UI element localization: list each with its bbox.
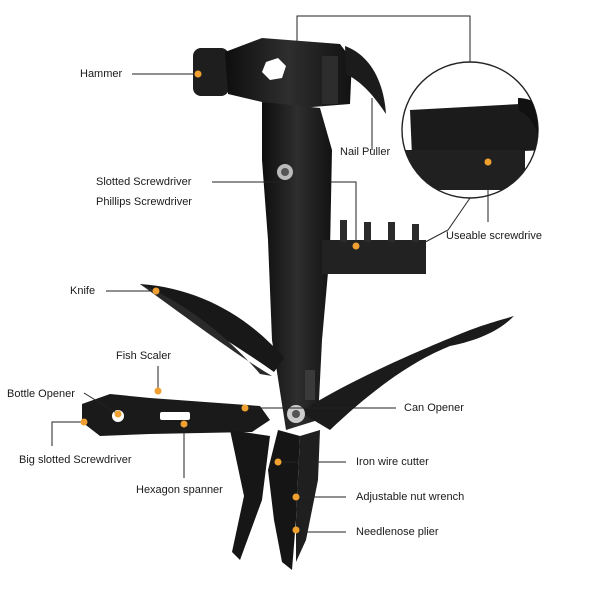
- plier-jaw-left: [268, 430, 300, 570]
- nail-puller-claw: [345, 46, 386, 114]
- screwdriver-bit-holder: [322, 220, 426, 274]
- label-slotted-screwdriver: Slotted Screwdriver: [96, 176, 192, 188]
- label-phillips-screwdriver: Phillips Screwdriver: [96, 196, 192, 208]
- label-iron-wire-cutter: Iron wire cutter: [356, 456, 429, 468]
- label-nail-puller: Nail Puller: [340, 146, 391, 158]
- label-useable-screwdriver: Useable screwdrive: [446, 230, 542, 242]
- zoom-detail-circle: [401, 61, 539, 199]
- label-hexagon-spanner: Hexagon spanner: [136, 484, 223, 496]
- label-adjustable-nut-wrench: Adjustable nut wrench: [356, 491, 465, 503]
- label-fish-scaler: Fish Scaler: [116, 350, 172, 362]
- plier-jaw-lower: [230, 430, 270, 560]
- label-hammer: Hammer: [80, 68, 123, 80]
- label-can-opener: Can Opener: [404, 402, 464, 414]
- marker-dots: [80, 70, 492, 534]
- label-bottle-opener: Bottle Opener: [7, 388, 75, 400]
- tool-handle: [262, 102, 332, 430]
- label-knife: Knife: [70, 285, 96, 297]
- hammer-head: [193, 38, 352, 108]
- label-big-slotted-screwdriver: Big slotted Screwdriver: [19, 454, 132, 466]
- leader-lines: [51, 15, 489, 533]
- can-opener-arm: [300, 316, 514, 430]
- label-needlenose-plier: Needlenose plier: [356, 526, 439, 538]
- plier-jaw-right: [296, 430, 320, 562]
